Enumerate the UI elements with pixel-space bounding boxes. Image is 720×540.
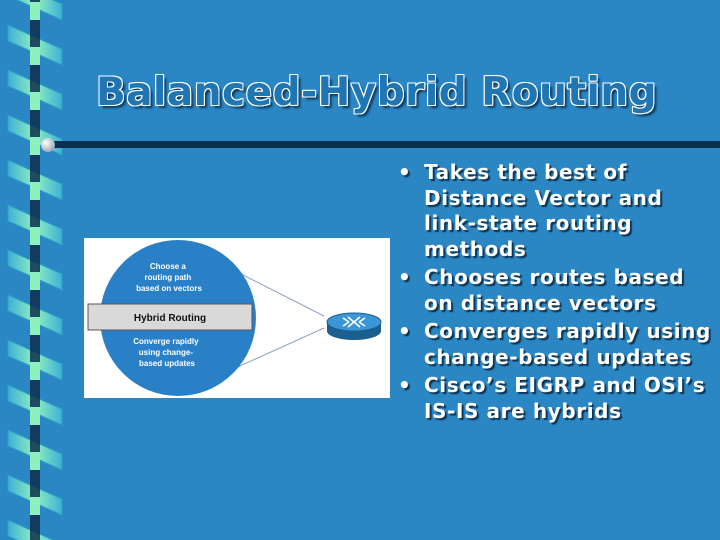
bullet-glyph: •: [398, 160, 412, 184]
diagram-top-label-line: based on vectors: [136, 284, 202, 293]
diagram-center-label: Hybrid Routing: [134, 313, 206, 324]
diagram-bottom-label-line: Converge rapidly: [133, 337, 199, 346]
bullet-item: • Cisco’s EIGRP and OSI’s IS-IS are hybr…: [396, 373, 716, 424]
diagram-bottom-label-line: based updates: [139, 359, 196, 368]
svg-text:Converge rapidly using cha: Converge rapidly using change- based upd…: [133, 337, 201, 368]
router-icon: [326, 312, 382, 340]
bullet-item: • Converges rapidly using change-based u…: [396, 319, 716, 370]
bullet-text: Chooses routes based on distance vectors: [424, 265, 685, 315]
svg-text:Choose a routing path: Choose a routing path based on vectors: [136, 262, 202, 293]
diagram-bottom-label-line: using change-: [139, 348, 194, 357]
slide-title: Balanced-Hybrid Routing: [96, 70, 658, 115]
bullet-glyph: •: [398, 319, 412, 343]
bullet-glyph: •: [398, 265, 412, 289]
bullet-text: Converges rapidly using change-based upd…: [424, 319, 711, 369]
hybrid-routing-diagram: Hybrid Routing Choose a routing path bas…: [84, 238, 390, 398]
bullet-item: • Takes the best of Distance Vector and …: [396, 160, 716, 262]
diagram-top-label-line: Choose a: [150, 262, 187, 271]
bullet-text: Takes the best of Distance Vector and li…: [424, 160, 663, 261]
rule-ball-icon: [41, 138, 55, 152]
title-underline-bar: [41, 138, 720, 152]
diagram-top-label-line: routing path: [145, 273, 192, 282]
decorative-zigzag-border: [7, 0, 63, 540]
bullet-list: • Takes the best of Distance Vector and …: [396, 160, 716, 427]
bullet-item: • Chooses routes based on distance vecto…: [396, 265, 716, 316]
hybrid-routing-band: [87, 303, 253, 331]
bullet-text: Cisco’s EIGRP and OSI’s IS-IS are hybrid…: [424, 373, 706, 423]
bullet-glyph: •: [398, 373, 412, 397]
